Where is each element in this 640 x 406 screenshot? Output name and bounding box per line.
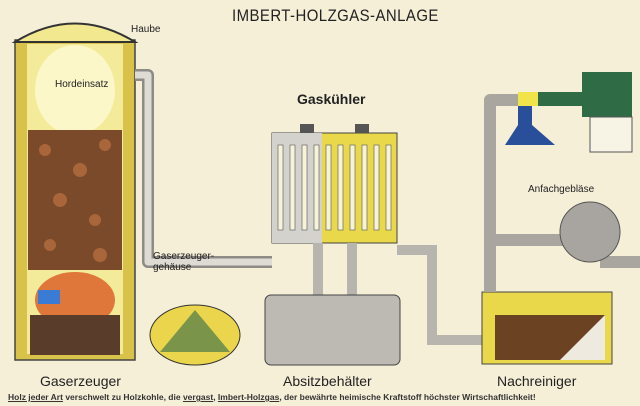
footer-part: Imbert-Holzgas (217, 392, 280, 402)
blue-funnel (505, 106, 555, 145)
anfachgeblaese-fan (559, 201, 621, 263)
label-hordeinsatz: Hordeinsatz (55, 79, 109, 90)
absitzbehaelter-tank (264, 294, 401, 366)
footer-part: vergast (182, 392, 214, 402)
label-absitzbehaelter: Absitzbehälter (283, 373, 372, 389)
label-gehaeuse-2: gehäuse (153, 262, 192, 273)
page-title: IMBERT-HOLZGAS-ANLAGE (232, 6, 439, 25)
label-nachreiniger: Nachreiniger (497, 373, 577, 389)
nachreiniger-tank (481, 291, 613, 365)
footer-part: verschwelt zu Holzkohle, die (62, 392, 183, 402)
label-anfachgeblaese: Anfachgebläse (528, 184, 595, 195)
label-gehaeuse-1: Gaserzeuger- (153, 251, 215, 262)
gaserzeuger-vessel (11, 22, 139, 361)
footer-part: Holz jeder Art (8, 392, 63, 402)
gas-pipe (135, 69, 272, 268)
footer-part: , der bewährte heimische Kraftstoff höch… (279, 392, 536, 402)
footer-part: , (213, 392, 218, 402)
label-gaskuehler: Gaskühler (297, 91, 366, 107)
label-haube: Haube (131, 24, 161, 35)
gaskuehler-radiator (271, 124, 398, 244)
footer-slogan: Holz jeder Art verschwelt zu Holzkohle, … (8, 392, 536, 402)
label-gaserzeuger: Gaserzeuger (40, 373, 121, 389)
